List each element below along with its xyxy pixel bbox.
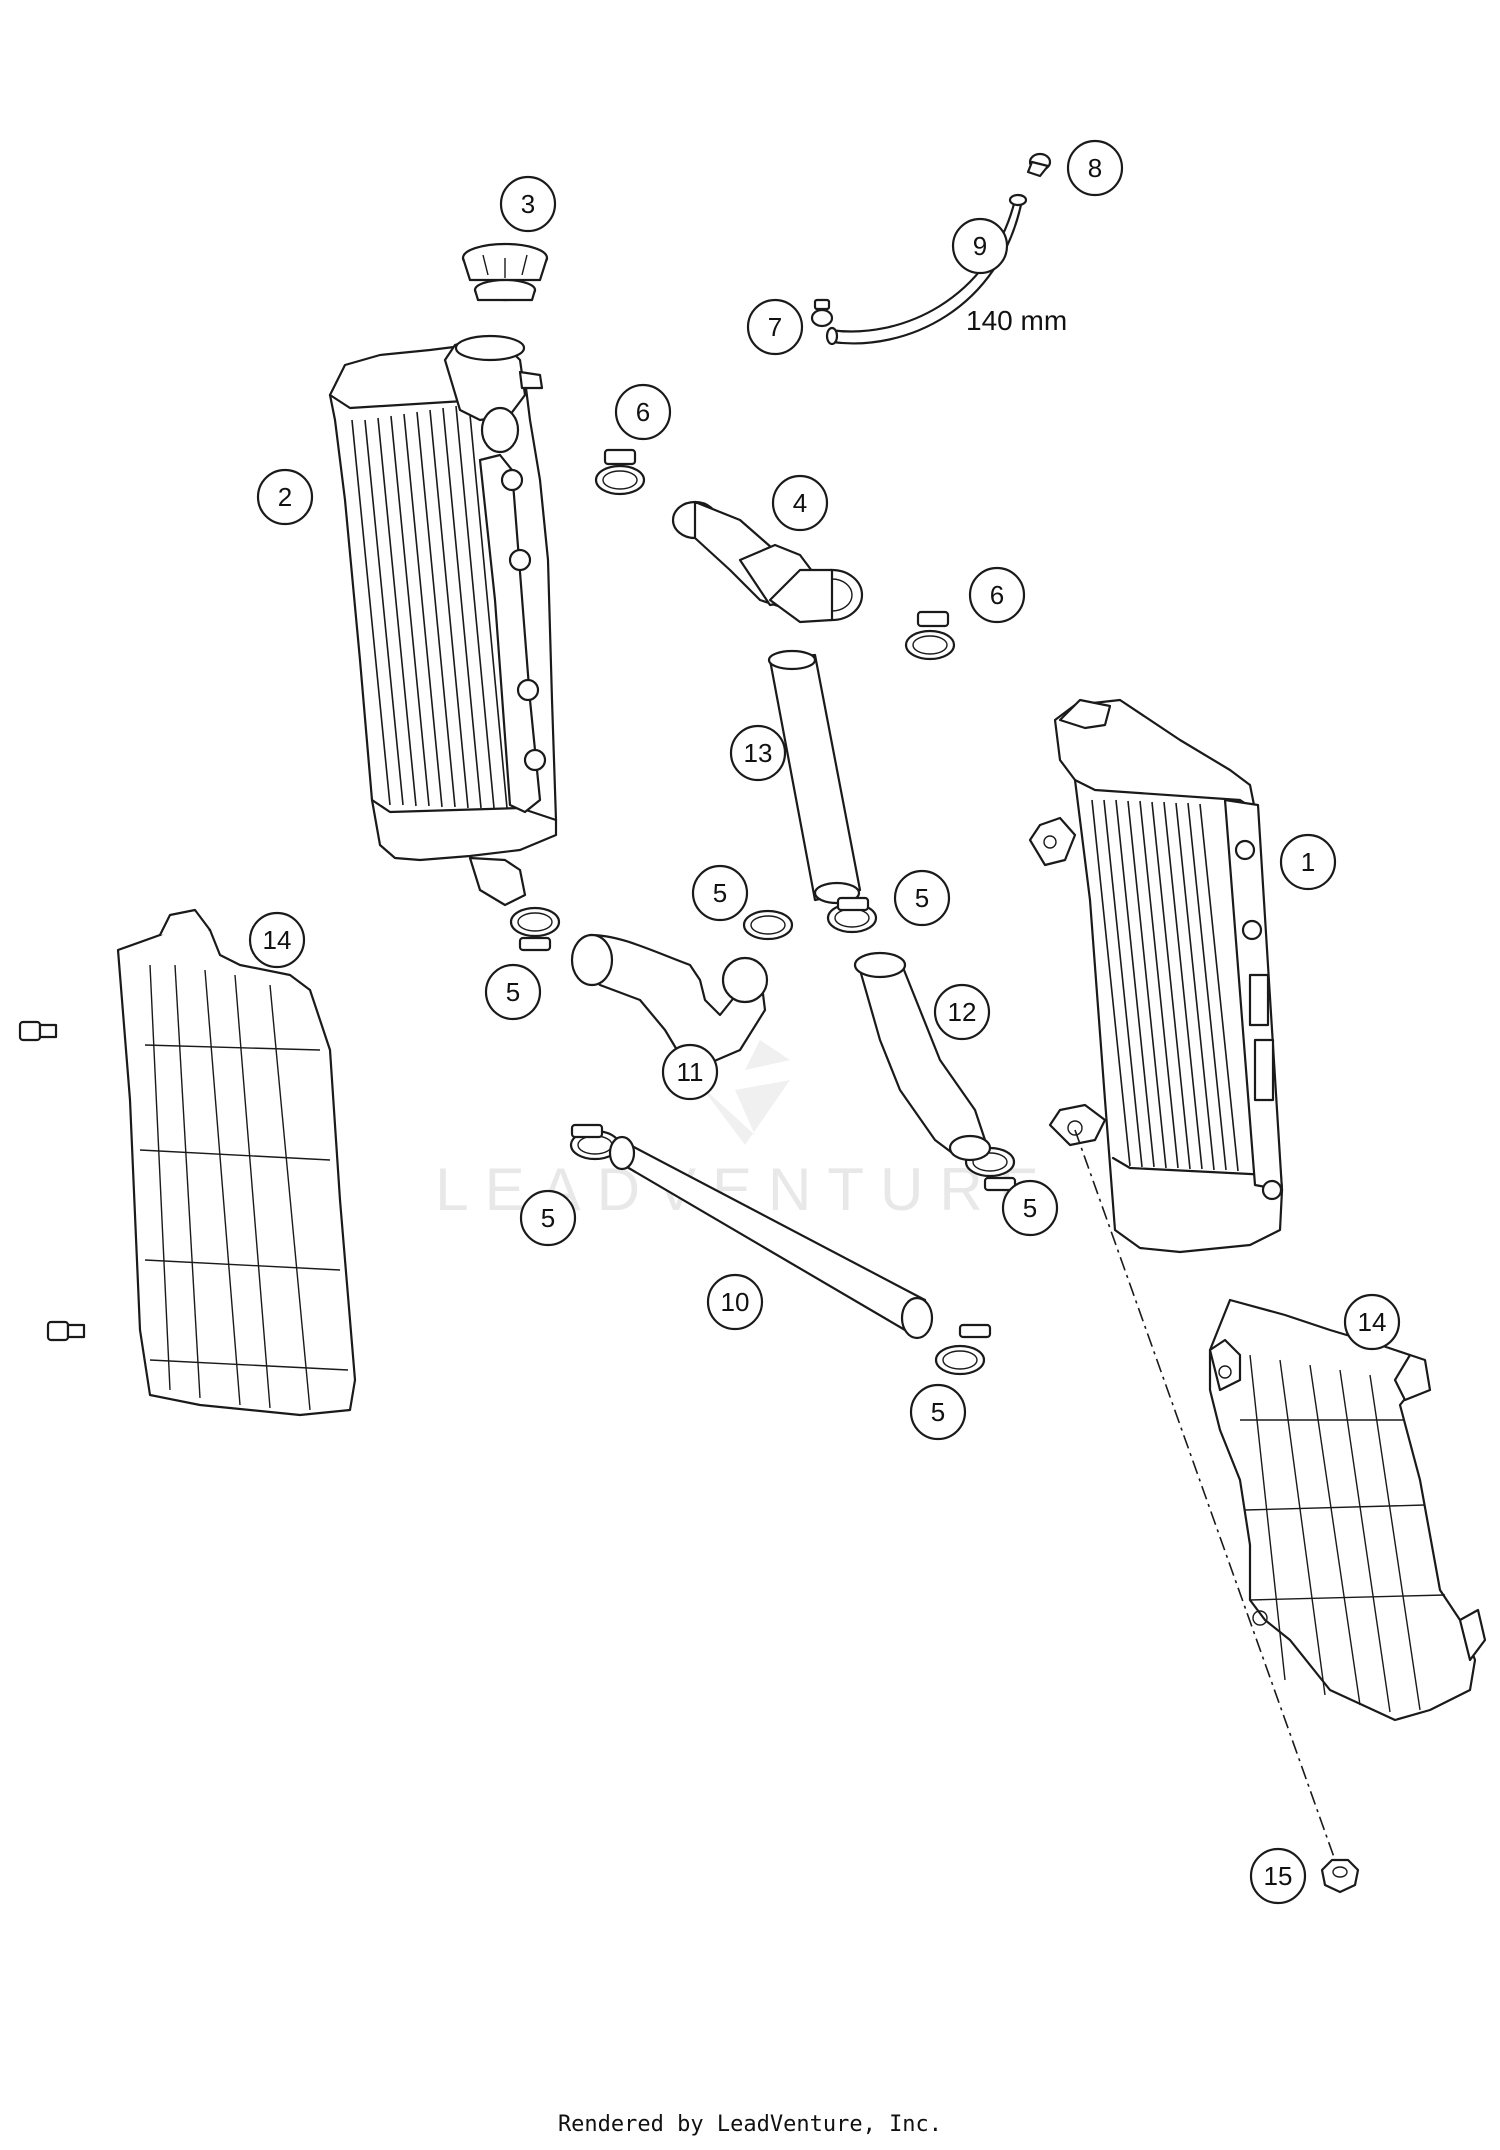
part-5-clamp-c xyxy=(826,896,878,934)
callout-1: 1 xyxy=(1279,833,1337,891)
callout-7-label: 7 xyxy=(768,312,782,342)
left-bolt-upper xyxy=(18,1020,58,1042)
callout-14-b: 14 xyxy=(1343,1293,1401,1351)
callout-3-label: 3 xyxy=(521,189,535,219)
callout-15: 15 xyxy=(1249,1847,1307,1905)
callout-10-label: 10 xyxy=(721,1287,750,1317)
part-14-left-radiator-guard xyxy=(116,908,357,1417)
part-8-fitting xyxy=(1026,152,1052,178)
part-15-nut xyxy=(1320,1858,1360,1894)
callout-6-a-label: 6 xyxy=(636,397,650,427)
part-11-elbow-hose xyxy=(570,933,769,1067)
callout-13-label: 13 xyxy=(744,738,773,768)
callout-14-a: 14 xyxy=(248,911,306,969)
part-2-left-radiator xyxy=(328,334,558,907)
part-5-clamp-a xyxy=(509,906,561,952)
part-5-clamp-f xyxy=(934,1323,992,1376)
part-3-radiator-cap xyxy=(461,242,549,302)
callout-4: 4 xyxy=(771,474,829,532)
callout-6-b: 6 xyxy=(968,566,1026,624)
callout-8-label: 8 xyxy=(1088,153,1102,183)
callout-6-b-label: 6 xyxy=(990,580,1004,610)
callout-3: 3 xyxy=(499,175,557,233)
callout-14-a-label: 14 xyxy=(263,925,292,955)
callout-5-d-label: 5 xyxy=(541,1203,555,1233)
part-4-connector xyxy=(671,500,864,624)
callout-5-b-label: 5 xyxy=(915,883,929,913)
callout-13: 13 xyxy=(729,724,787,782)
callout-5-f-label: 5 xyxy=(931,1397,945,1427)
part-6-clamp-upper xyxy=(594,448,646,496)
callout-6-a: 6 xyxy=(614,383,672,441)
left-bolt-lower xyxy=(46,1320,86,1342)
assembly-leader-line xyxy=(1074,1129,1336,1861)
part-12-hose xyxy=(853,951,992,1162)
callout-5-c-label: 5 xyxy=(506,977,520,1007)
callout-9-label: 9 xyxy=(973,231,987,261)
callout-1-label: 1 xyxy=(1301,847,1315,877)
callout-8: 8 xyxy=(1066,139,1124,197)
footer-credit: Rendered by LeadVenture, Inc. xyxy=(557,2112,943,2137)
callout-5-f: 5 xyxy=(909,1383,967,1441)
callout-12-label: 12 xyxy=(948,997,977,1027)
part-6-clamp-right xyxy=(904,610,956,661)
callout-10: 10 xyxy=(706,1273,764,1331)
part-1-right-radiator xyxy=(1028,698,1284,1254)
callout-5-d: 5 xyxy=(519,1189,577,1247)
callout-5-c: 5 xyxy=(484,963,542,1021)
part-5-clamp-b xyxy=(742,909,794,941)
callout-2: 2 xyxy=(256,468,314,526)
callout-5-e-label: 5 xyxy=(1023,1193,1037,1223)
part-14-right-radiator-guard xyxy=(1208,1298,1487,1722)
callout-12: 12 xyxy=(933,983,991,1041)
callout-5-e: 5 xyxy=(1001,1179,1059,1237)
callout-14-b-label: 14 xyxy=(1358,1307,1387,1337)
callout-5-a: 5 xyxy=(691,864,749,922)
callout-5-a-label: 5 xyxy=(713,878,727,908)
callout-4-label: 4 xyxy=(793,488,807,518)
callout-5-b: 5 xyxy=(893,869,951,927)
part-7-small-clamp xyxy=(810,298,834,328)
callout-2-label: 2 xyxy=(278,482,292,512)
callout-11: 11 xyxy=(661,1043,719,1101)
part-13-hose xyxy=(767,649,862,905)
callout-9: 9 xyxy=(951,217,1009,275)
part-10-lower-hose xyxy=(608,1135,934,1340)
callout-15-label: 15 xyxy=(1264,1861,1293,1891)
callout-7: 7 xyxy=(746,298,804,356)
callout-11-label: 11 xyxy=(677,1057,704,1087)
hose-length-label: 140 mm xyxy=(966,305,1067,336)
